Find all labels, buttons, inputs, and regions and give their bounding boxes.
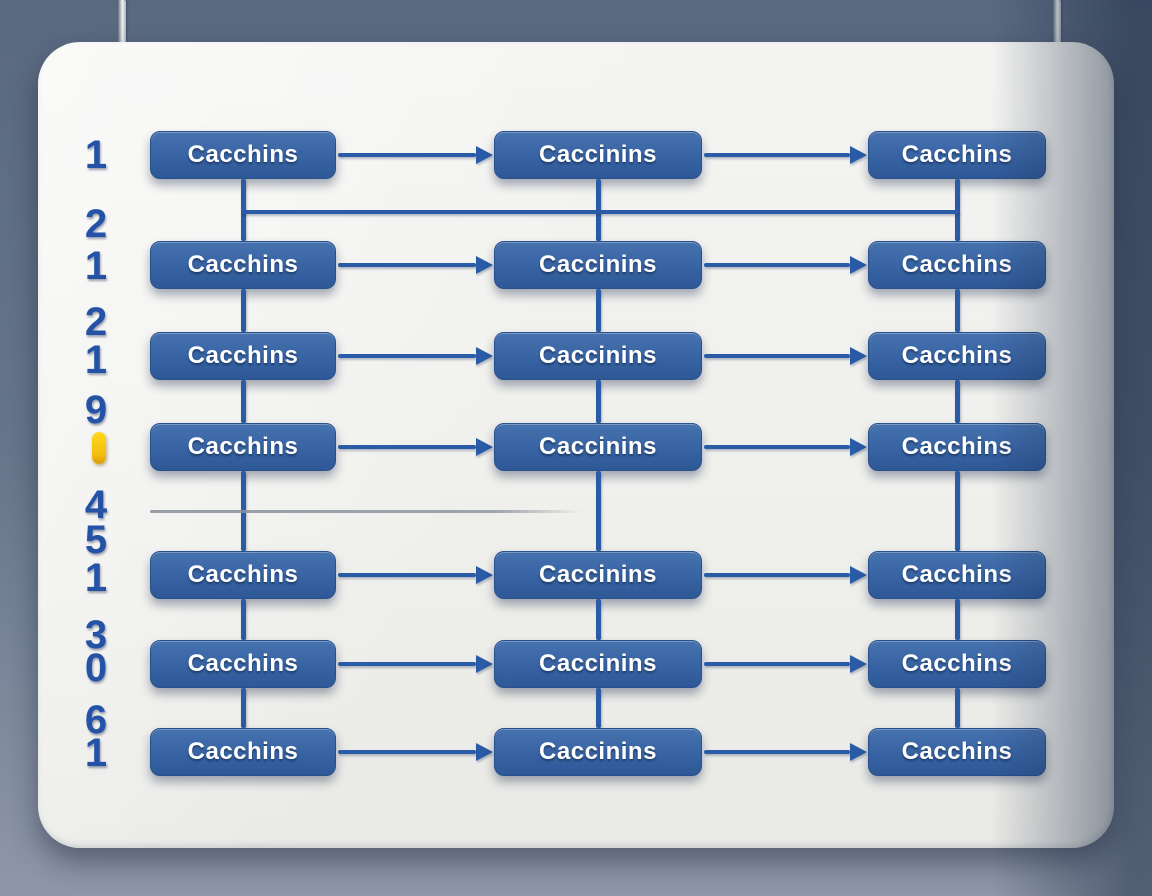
arrowhead-icon (476, 146, 493, 164)
vertical-connector (240, 599, 246, 640)
highlight-mark (92, 432, 106, 464)
arrowhead-icon (850, 146, 867, 164)
arrow-connector (704, 445, 850, 449)
arrow-connector (338, 153, 476, 157)
flow-node: Cacchins (868, 423, 1046, 471)
arrowhead-icon (476, 256, 493, 274)
flow-node: Caccinins (494, 332, 702, 380)
vertical-connector (954, 688, 960, 728)
rail-number: 3 (84, 613, 108, 657)
rail-number: 1 (84, 338, 108, 382)
rail-number: 2 (84, 300, 108, 344)
vertical-connector (595, 380, 601, 423)
flow-node: Cacchins (150, 551, 336, 599)
arrow-connector (338, 662, 476, 666)
flow-node: Cacchins (150, 241, 336, 289)
vertical-connector (595, 471, 601, 551)
rail-number: 6 (84, 698, 108, 742)
arrow-connector (338, 263, 476, 267)
flow-node: Caccinins (494, 551, 702, 599)
arrow-connector (704, 662, 850, 666)
flow-node: Cacchins (150, 131, 336, 179)
vertical-connector (954, 471, 960, 551)
vertical-connector (240, 380, 246, 423)
rail-number: 1 (84, 556, 108, 600)
vertical-connector (595, 688, 601, 728)
arrowhead-icon (850, 256, 867, 274)
vertical-connector (595, 599, 601, 640)
vertical-connector (954, 289, 960, 332)
hanging-wire-right (1053, 0, 1061, 50)
vertical-connector (595, 289, 601, 332)
rail-number: 5 (84, 518, 108, 562)
flow-node: Cacchins (868, 332, 1046, 380)
rail-number: 9 (84, 388, 108, 432)
vertical-connector (954, 599, 960, 640)
flow-node: Cacchins (150, 640, 336, 688)
rail-number: 2 (84, 202, 108, 246)
flow-node: Caccinins (494, 640, 702, 688)
flow-node: Cacchins (150, 423, 336, 471)
arrowhead-icon (476, 743, 493, 761)
arrow-connector (338, 445, 476, 449)
arrowhead-icon (850, 655, 867, 673)
rail-number: 1 (84, 244, 108, 288)
flow-node: Cacchins (150, 728, 336, 776)
arrowhead-icon (850, 438, 867, 456)
flow-node: Caccinins (494, 131, 702, 179)
arrowhead-icon (850, 566, 867, 584)
arrow-connector (704, 750, 850, 754)
arrow-connector (338, 573, 476, 577)
flow-node: Cacchins (868, 131, 1046, 179)
arrow-connector (704, 263, 850, 267)
arrowhead-icon (850, 347, 867, 365)
rail-number: 0 (84, 646, 108, 690)
cross-link-connector (241, 210, 959, 214)
arrow-connector (704, 354, 850, 358)
arrowhead-icon (476, 655, 493, 673)
flow-node: Cacchins (868, 551, 1046, 599)
arrow-connector (338, 750, 476, 754)
arrowhead-icon (850, 743, 867, 761)
vertical-connector (954, 380, 960, 423)
flow-node: Cacchins (868, 640, 1046, 688)
rail-number: 1 (84, 133, 108, 177)
rail-number: 1 (84, 731, 108, 775)
vertical-connector (240, 289, 246, 332)
flow-node: Caccinins (494, 241, 702, 289)
arrow-connector (338, 354, 476, 358)
arrowhead-icon (476, 438, 493, 456)
rail-number: 4 (84, 483, 108, 527)
arrowhead-icon (476, 566, 493, 584)
vertical-connector (240, 688, 246, 728)
arrowhead-icon (476, 347, 493, 365)
divider-line (150, 510, 582, 513)
arrow-connector (704, 573, 850, 577)
flow-node: Cacchins (868, 728, 1046, 776)
arrow-connector (704, 153, 850, 157)
flow-node: Cacchins (868, 241, 1046, 289)
flow-node: Caccinins (494, 423, 702, 471)
flow-node: Caccinins (494, 728, 702, 776)
hanging-wire-left (118, 0, 126, 50)
flow-node: Cacchins (150, 332, 336, 380)
